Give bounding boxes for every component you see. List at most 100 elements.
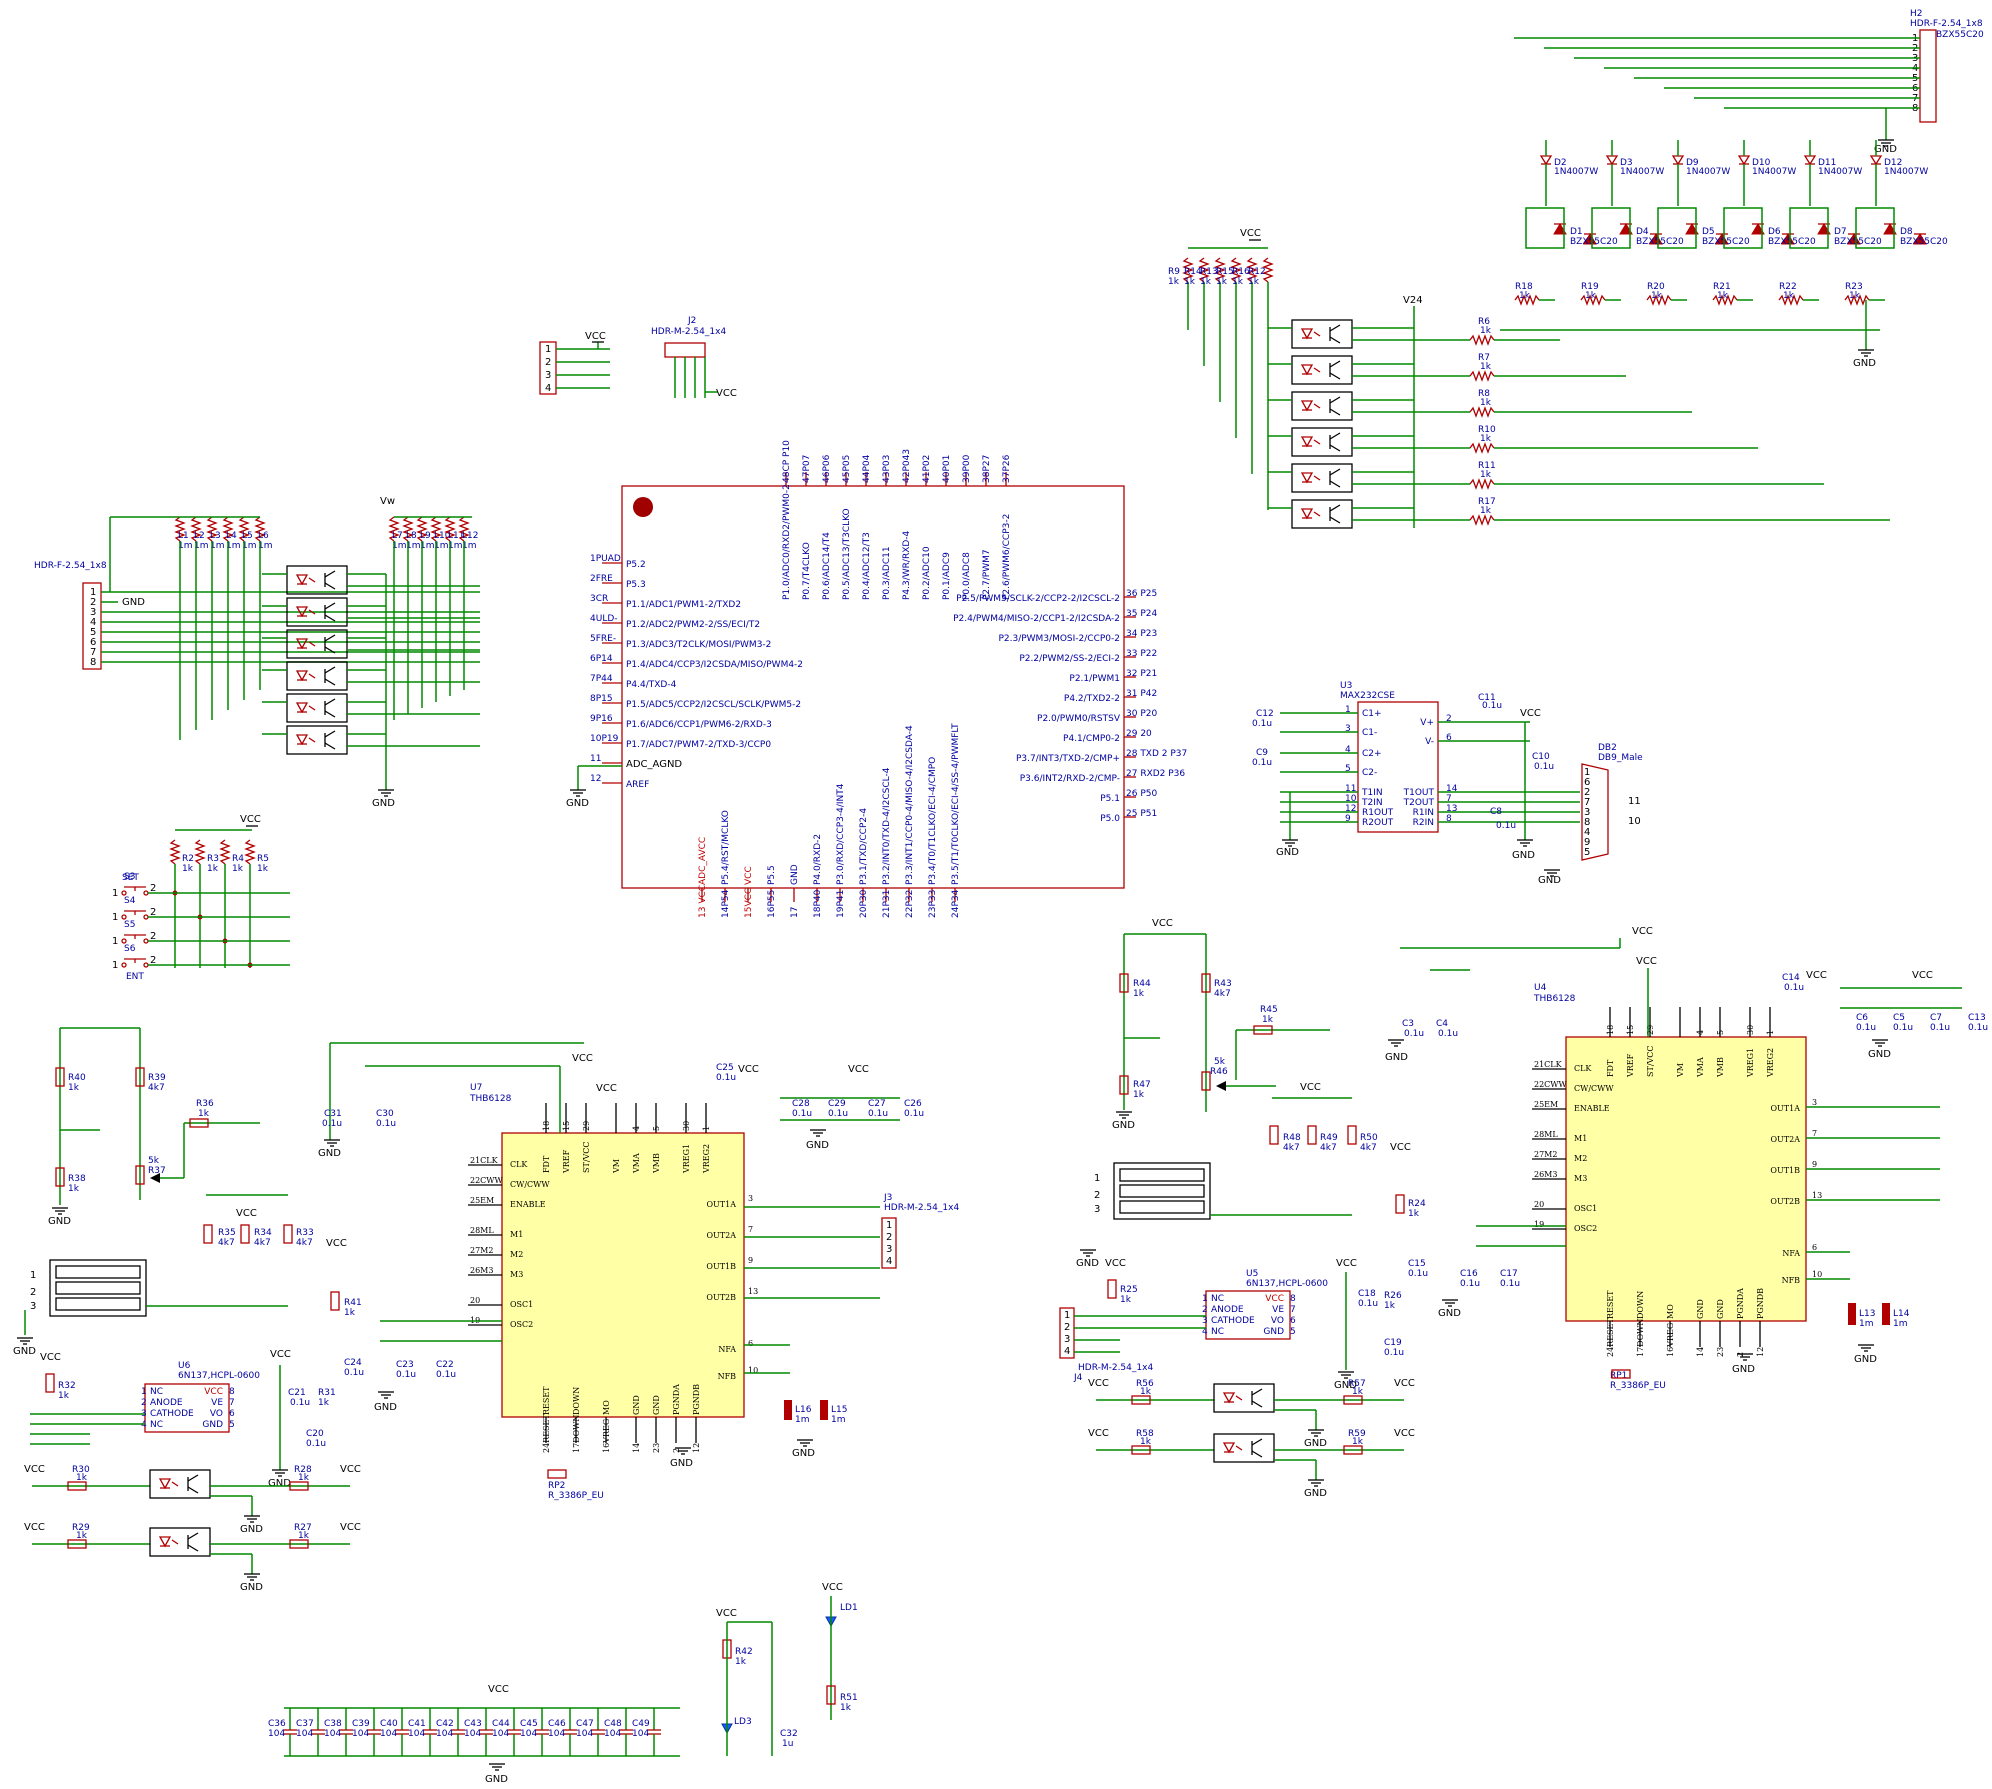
svg-text:1m: 1m: [831, 1415, 846, 1425]
switch-label: S6: [124, 944, 136, 954]
driver-pin-label: OUT2B: [706, 1293, 736, 1302]
svg-text:GND: GND: [1512, 850, 1535, 861]
decoupling-caps: VCC C36104C37104C38104C39104C40104C41104…: [268, 1684, 680, 1785]
resistor-value: 1k: [1519, 291, 1531, 301]
resistor-label: R58: [1136, 1429, 1154, 1439]
u3-pin-number: 5: [1345, 764, 1351, 774]
mcu-pin-top: 48CP P10: [782, 440, 792, 483]
opto-pin-number: 1: [1202, 1294, 1208, 1304]
resistor-label: R4: [232, 854, 244, 864]
resistor-value: 1k: [1140, 1387, 1152, 1397]
zener-label: D4: [1636, 227, 1649, 237]
svg-text:C25: C25: [716, 1063, 734, 1073]
svg-text:0.1u: 0.1u: [1384, 1348, 1404, 1358]
svg-text:0.1u: 0.1u: [716, 1073, 736, 1083]
zener-value: BZX55C20: [1900, 237, 1948, 247]
resistor-value: 1k: [1480, 470, 1492, 480]
vcc-label: VCC: [1394, 1428, 1415, 1439]
resistor-label: R28: [294, 1465, 312, 1475]
cap-value: 104: [436, 1729, 453, 1739]
mcu-pin-label: P1.7/ADC7/PWM7-2/TXD-3/CCP0: [626, 740, 771, 750]
mcu-pin-right: 30 P20: [1126, 709, 1157, 719]
svg-text:R49: R49: [1320, 1133, 1338, 1143]
svg-text:R33: R33: [296, 1228, 314, 1238]
diode-label: D3: [1620, 158, 1633, 168]
svg-text:1: 1: [1094, 1173, 1100, 1184]
opto-pin-number: 8: [229, 1387, 235, 1397]
svg-text:R43: R43: [1214, 979, 1232, 989]
driver-pin-label: OSC1: [510, 1300, 533, 1309]
svg-text:R32: R32: [58, 1381, 76, 1391]
svg-text:1m: 1m: [795, 1415, 810, 1425]
inductor-label: L3: [210, 531, 221, 541]
resistor-value: 1k: [257, 864, 269, 874]
inductor-label: L7: [392, 531, 403, 541]
inductor-label: L6: [258, 531, 269, 541]
svg-text:GND: GND: [806, 1140, 829, 1151]
mcu-pin-top-label: P0.5/ADC13/T3CLKO: [842, 508, 852, 600]
svg-text:GND: GND: [1853, 358, 1876, 369]
diode-label: D11: [1818, 158, 1836, 168]
svg-text:L15: L15: [831, 1405, 847, 1415]
inductor-label: L10: [434, 531, 451, 541]
driver-pin-label: M2: [510, 1250, 523, 1259]
db9-pin: 4: [1584, 827, 1590, 838]
switch-label: S4: [124, 896, 136, 906]
driver-pin-number: 28ML: [1534, 1130, 1558, 1139]
mcu-pin-left: 1PUAD: [590, 554, 621, 564]
mcu-pin-right: 32 P21: [1126, 669, 1157, 679]
svg-text:GND: GND: [122, 597, 145, 608]
driver-pin-number: 27M2: [1534, 1150, 1557, 1159]
u6-label: 6N137,HCPL-0600: [178, 1371, 260, 1381]
svg-text:0.1u: 0.1u: [1500, 1279, 1520, 1289]
u3-label: MAX232CSE: [1340, 691, 1395, 701]
mcu-pin-top-label: P4.3/WR/RXD-4: [902, 530, 912, 600]
mcu-pin-right: 25 P51: [1126, 809, 1157, 819]
resistor-value: 1k: [1352, 1437, 1364, 1447]
driver-pin-number: 22CWW: [470, 1176, 504, 1185]
mcu-pin-bottom: 22P32: [905, 890, 915, 918]
svg-text:HDR-M-2.54_1x4: HDR-M-2.54_1x4: [651, 327, 726, 337]
u3-pin-number: 6: [1446, 733, 1452, 743]
gnd-label: GND: [240, 1582, 263, 1593]
db9-pin: 8: [1584, 817, 1590, 828]
cap-label: C39: [352, 1719, 370, 1729]
svg-text:VCC: VCC: [1336, 1258, 1357, 1269]
svg-text:R35: R35: [218, 1228, 236, 1238]
resistor-value: 1k: [76, 1531, 88, 1541]
opto-pin-label: VO: [1271, 1316, 1284, 1326]
mcu-pin-top: 38P27: [982, 455, 992, 483]
opto-pin-label: NC: [1211, 1294, 1224, 1304]
svg-text:1m: 1m: [1859, 1319, 1874, 1329]
mcu-pin-bottom-label: P3.3/INT1/CCP0-4/MISO-4/I2CSDA-4: [905, 725, 915, 885]
driver-pin-label: VMA: [1696, 1057, 1705, 1078]
resistor-label: R13: [1200, 267, 1218, 277]
svg-text:C22: C22: [436, 1360, 454, 1370]
driver-pin-number: 25EM: [470, 1196, 494, 1205]
pin-number: 7: [90, 647, 96, 658]
svg-text:BZX55C20: BZX55C20: [1936, 30, 1984, 40]
driver-pin-label: M3: [510, 1270, 523, 1279]
inductor-value: 1m: [258, 541, 273, 551]
opto-pin-label: CATHODE: [1211, 1316, 1255, 1326]
mcu-pin-left: 8P15: [590, 694, 613, 704]
mcu-pin-top-label: P0.0/ADC8: [962, 552, 972, 600]
mcu-pin-top: 42P043: [902, 449, 912, 483]
svg-text:1m: 1m: [1893, 1319, 1908, 1329]
mcu-pin-left: 9P16: [590, 714, 613, 724]
resistor-label: R27: [294, 1523, 312, 1533]
u3-pin-number: 12: [1345, 804, 1356, 814]
inductor-value: 1m: [392, 541, 407, 551]
svg-text:C24: C24: [344, 1358, 362, 1368]
u3-pin-number: 2: [1446, 714, 1452, 724]
svg-text:0.1u: 0.1u: [868, 1109, 888, 1119]
svg-text:0.1u: 0.1u: [1358, 1299, 1378, 1309]
driver-pin-number: 7: [748, 1225, 753, 1234]
driver-pin-label: NFB: [718, 1372, 737, 1381]
diode-value: 1N4007W: [1752, 167, 1796, 177]
driver-pin-label: NFA: [718, 1345, 736, 1354]
svg-text:R34: R34: [254, 1228, 272, 1238]
svg-text:11: 11: [1628, 796, 1641, 807]
